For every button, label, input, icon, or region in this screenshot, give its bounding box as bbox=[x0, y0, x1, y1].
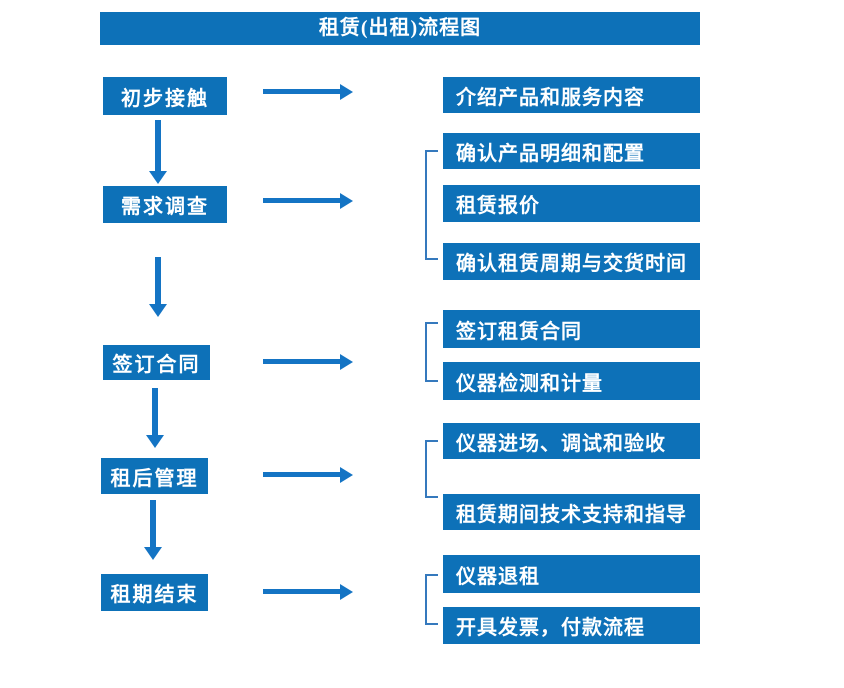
right-arrow-1-icon bbox=[263, 84, 353, 100]
detail-box-instrument-return: 仪器退租 bbox=[443, 555, 700, 593]
detail-box-intro-products-services: 介绍产品和服务内容 bbox=[443, 77, 700, 113]
detail-box-confirm-period-delivery: 确认租赁周期与交货时间 bbox=[443, 243, 700, 280]
arrow-shaft bbox=[263, 359, 341, 364]
arrow-head bbox=[340, 467, 353, 483]
arrow-shaft bbox=[152, 388, 158, 435]
arrow-shaft bbox=[155, 257, 161, 304]
detail-box-confirm-product-config: 确认产品明细和配置 bbox=[443, 133, 700, 169]
arrow-head bbox=[340, 84, 353, 100]
down-arrow-2-icon bbox=[149, 257, 167, 317]
down-arrow-3-icon bbox=[146, 388, 164, 448]
arrow-shaft bbox=[263, 472, 341, 477]
step-box-lease-end: 租期结束 bbox=[101, 574, 208, 611]
arrow-head bbox=[340, 193, 353, 209]
detail-box-rental-quote: 租赁报价 bbox=[443, 185, 700, 222]
arrow-head bbox=[149, 304, 167, 317]
detail-box-instrument-setup: 仪器进场、调试和验收 bbox=[443, 423, 700, 459]
detail-box-instrument-testing: 仪器检测和计量 bbox=[443, 362, 700, 400]
arrow-shaft bbox=[263, 589, 341, 594]
arrow-head bbox=[340, 354, 353, 370]
arrow-shaft bbox=[155, 120, 161, 171]
arrow-head bbox=[146, 435, 164, 448]
right-arrow-5-icon bbox=[263, 584, 353, 600]
arrow-head bbox=[340, 584, 353, 600]
detail-box-tech-support: 租赁期间技术支持和指导 bbox=[443, 494, 700, 530]
step-box-post-rental-mgmt: 租后管理 bbox=[101, 458, 208, 494]
arrow-shaft bbox=[150, 500, 156, 547]
step-box-sign-contract: 签订合同 bbox=[103, 345, 210, 380]
group-bracket-sign-contract bbox=[425, 322, 438, 382]
down-arrow-1-icon bbox=[149, 120, 167, 184]
right-arrow-2-icon bbox=[263, 193, 353, 209]
arrow-head bbox=[149, 171, 167, 184]
right-arrow-4-icon bbox=[263, 467, 353, 483]
right-arrow-3-icon bbox=[263, 354, 353, 370]
arrow-shaft bbox=[263, 198, 341, 203]
group-bracket-demand-survey bbox=[425, 150, 438, 260]
group-bracket-lease-end bbox=[425, 574, 438, 625]
detail-box-invoice-payment: 开具发票，付款流程 bbox=[443, 607, 700, 644]
flowchart-title: 租赁(出租)流程图 bbox=[100, 12, 700, 45]
down-arrow-4-icon bbox=[144, 500, 162, 560]
arrow-head bbox=[144, 547, 162, 560]
arrow-shaft bbox=[263, 89, 341, 94]
step-box-demand-survey: 需求调查 bbox=[103, 186, 227, 223]
group-bracket-post-rental-mgmt bbox=[425, 440, 438, 498]
step-box-initial-contact: 初步接触 bbox=[103, 77, 227, 115]
detail-box-sign-rental-contract: 签订租赁合同 bbox=[443, 310, 700, 348]
